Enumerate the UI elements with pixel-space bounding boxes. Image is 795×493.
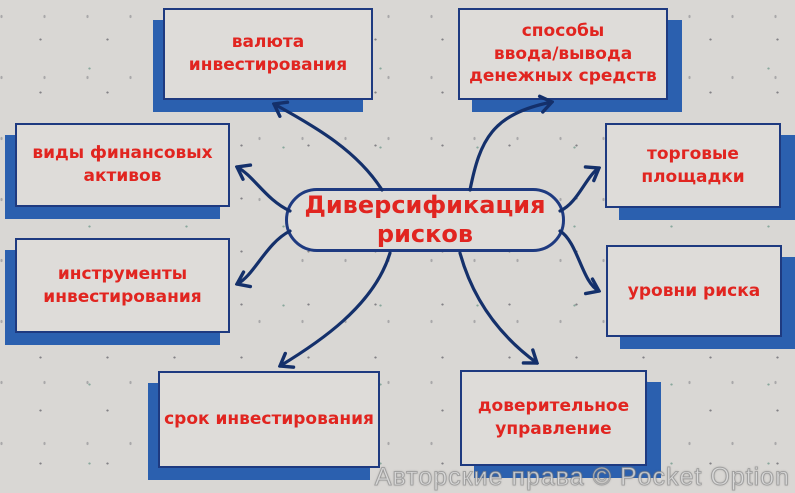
copyright-watermark: Авторские права © Pocket Option [374,463,790,492]
node-risk-levels: уровни риска [606,245,782,337]
arrow-to-trust-management-box [458,251,537,363]
node-asset-types: виды финансовых активов [15,123,230,207]
node-trading-platforms: торговые площадки [605,123,781,208]
node-trust-management: доверительное управление [460,370,647,466]
arrow-to-risk-levels-box [558,229,599,291]
center-node-risk-diversification: Диверсификация рисков [285,188,565,252]
node-investment-term: срок инвестирования [158,371,380,468]
node-deposit-withdrawal: способы ввода/вывода денежных средств [458,8,668,100]
arrow-to-currency-box [274,104,384,192]
arrow-to-asset-types-box [237,167,292,213]
arrow-to-deposit-withdrawal-box [468,102,552,192]
arrow-to-investment-term-box [280,251,392,366]
node-currency: валюта инвестирования [163,8,373,100]
arrow-to-instruments-box [237,229,292,284]
arrow-to-trading-platforms-box [558,168,599,213]
node-instruments: инструменты инвестирования [15,238,230,333]
